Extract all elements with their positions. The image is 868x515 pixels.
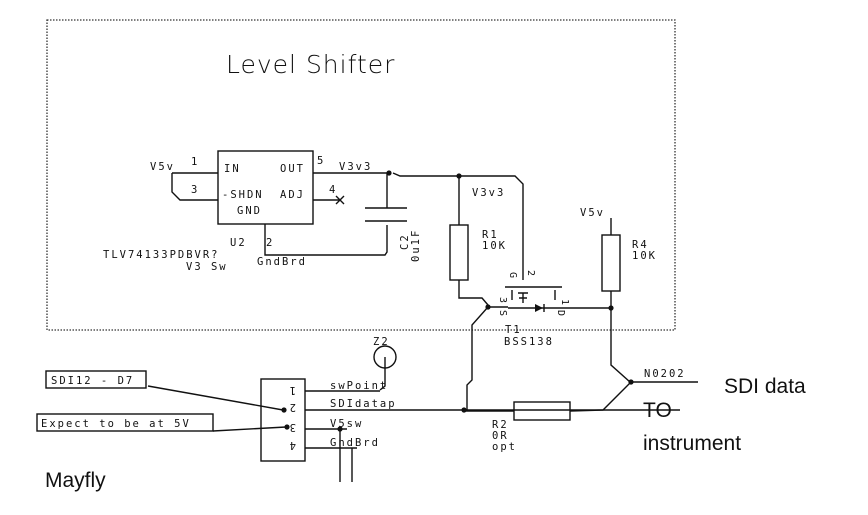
regulator-part: TLV74133PDBVR? xyxy=(103,249,220,261)
mosfet-source-pin: 3 xyxy=(497,297,508,305)
resistor-r1-value: 10K xyxy=(482,240,507,252)
callout-expect5v: Expect to be at 5V xyxy=(36,413,290,432)
net-sdidatap: SDIdatap xyxy=(330,398,397,410)
mosfet-gate-label: G xyxy=(507,272,518,280)
callout-expect5v-box xyxy=(36,413,214,432)
resistor-r2: R2 0R opt xyxy=(464,381,632,453)
callout-dot xyxy=(284,424,290,430)
resistor-r1: R1 10K xyxy=(449,176,507,306)
junction-dot xyxy=(386,170,392,176)
mosfet-body-diode xyxy=(518,292,528,303)
net-gndbrd-regulator: GndBrd xyxy=(257,256,307,268)
instrument-label: instrument xyxy=(643,432,741,455)
pin-2-number: 2 xyxy=(266,237,274,249)
callout-expect5v-leader xyxy=(212,426,287,432)
connector-body xyxy=(260,378,306,462)
resistor-r1-ref: R1 xyxy=(482,229,499,241)
resistor-r4: V5v R4 10K xyxy=(580,207,657,308)
level-shifter-boundary xyxy=(46,19,676,331)
net-n0202-label: N0202 xyxy=(644,368,686,380)
resistor-r1-body xyxy=(449,224,469,281)
mosfet-gate-pin: 2 xyxy=(525,270,536,278)
wire-r1-bottom xyxy=(458,280,489,306)
connector: 1 2 3 4 swPoint SDIdatap V5sw GndBrd xyxy=(260,378,680,482)
capacitor-plates xyxy=(365,207,407,222)
callout-sdi12-box xyxy=(45,370,147,389)
mosfet-part: BSS138 xyxy=(504,336,554,348)
capacitor-ref: C2 xyxy=(399,233,411,250)
resistor-r2-ref: R2 xyxy=(492,419,509,431)
resistor-r2-value: 0R xyxy=(492,430,509,442)
resistor-r2-note: opt xyxy=(492,441,517,453)
pin-adj-label: ADJ xyxy=(280,189,305,201)
wire-source-to-sdi xyxy=(466,306,489,410)
pin-4-number: 4 xyxy=(329,184,337,196)
resistor-r4-value: 10K xyxy=(632,250,657,262)
mosfet-ref: T1 xyxy=(505,324,522,336)
to-label: TO xyxy=(643,399,672,422)
regulator-body xyxy=(217,150,314,225)
pin-5-number: 5 xyxy=(317,155,325,167)
net-v5v-input: V5v xyxy=(150,161,175,173)
wire-testpoint xyxy=(379,357,386,391)
mosfet-channel xyxy=(511,290,556,300)
regulator-u2: IN OUT -SHDN ADJ GND V5v 1 3 5 V3v3 4 2 … xyxy=(103,150,388,273)
diode-arrow-icon xyxy=(535,304,543,312)
net-swpoint: swPoint xyxy=(330,380,388,392)
net-v5sw: V5sw xyxy=(330,418,363,430)
resistor-r4-ref: R4 xyxy=(632,239,649,251)
connector-pin-3: 3 xyxy=(288,421,296,433)
mosfet-t1: G 2 3 S 1 D T1 BSS138 xyxy=(485,270,614,348)
resistor-r4-body xyxy=(601,234,621,292)
wire-r2-right xyxy=(569,381,632,412)
wire-gnd xyxy=(264,224,388,256)
capacitor-c2: C2 0u1F xyxy=(365,170,422,262)
resistor-r2-body xyxy=(513,401,571,421)
callout-expect5v-text: Expect to be at 5V xyxy=(41,418,191,430)
net-gndbrd-connector: GndBrd xyxy=(330,437,380,449)
testpoint-z2: Z2 xyxy=(373,336,397,391)
connector-pin-1: 1 xyxy=(288,384,296,396)
regulator-ref: U2 xyxy=(230,237,247,249)
net-v5v-r4: V5v xyxy=(580,207,605,219)
mosfet-source-label: S xyxy=(497,310,508,318)
pin-gnd-label: GND xyxy=(237,205,262,217)
callout-sdi12-leader xyxy=(147,385,284,411)
wire-shdn xyxy=(171,173,218,201)
callout-dot xyxy=(281,407,287,413)
pin-shdn-label: -SHDN xyxy=(222,189,264,201)
pin-in-label: IN xyxy=(224,163,241,175)
connector-pin-2: 2 xyxy=(288,401,296,413)
regulator-value: V3 Sw xyxy=(186,261,228,273)
sdi-data-label: SDI data xyxy=(724,375,806,398)
net-v3v3-r1: V3v3 xyxy=(472,187,505,199)
testpoint-ref: Z2 xyxy=(373,336,390,348)
pin-out-label: OUT xyxy=(280,163,305,175)
wire-v3v3-rail xyxy=(392,172,524,280)
callout-sdi12-text: SDI12 - D7 xyxy=(51,375,134,387)
callout-sdi12: SDI12 - D7 xyxy=(45,370,287,413)
pin-1-number: 1 xyxy=(191,156,199,168)
mosfet-drain-label: D xyxy=(555,310,566,318)
mayfly-label: Mayfly xyxy=(45,469,106,492)
connector-pin-4: 4 xyxy=(288,439,296,451)
wire-drain-to-n0202 xyxy=(610,308,631,383)
no-connect-icon xyxy=(335,195,345,205)
capacitor-value: 0u1F xyxy=(410,229,422,262)
diagram-title: Level Shifter xyxy=(226,50,395,79)
mosfet-drain-pin: 1 xyxy=(559,299,570,307)
net-v3v3-output: V3v3 xyxy=(339,161,372,173)
pin-3-number: 3 xyxy=(191,184,199,196)
